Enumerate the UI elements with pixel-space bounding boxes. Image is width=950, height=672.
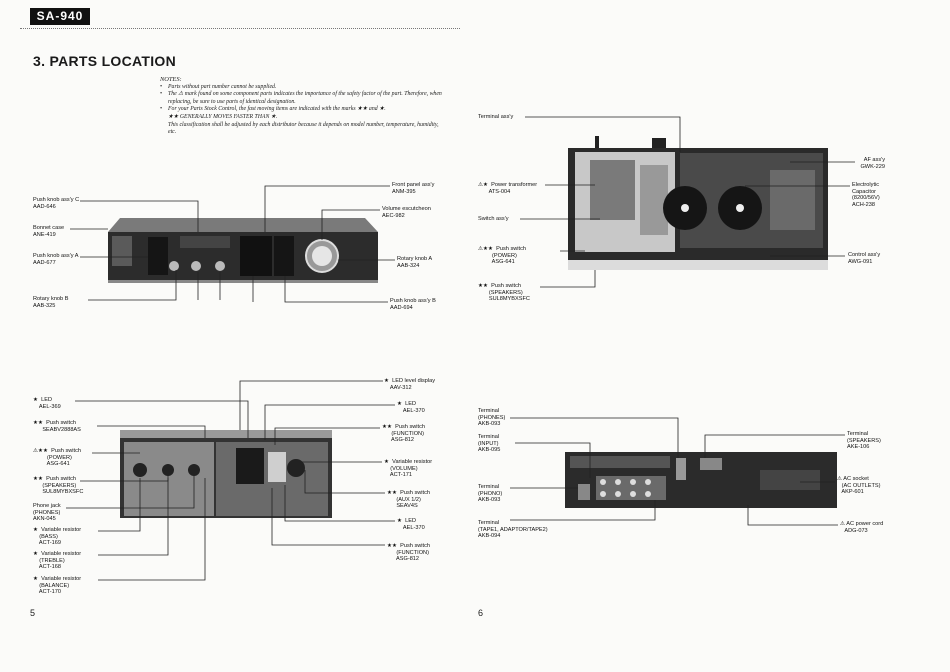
label-rotary-knob-b: Rotary knob B AAB-325 [33,296,69,309]
note-item: •Parts without part number cannot be sup… [160,83,277,90]
header-rule [20,28,460,29]
label-led-369: ★ LED AEL-369 [33,397,61,410]
label-power-transformer: ⚠★ Power transformer ATS-004 [478,182,538,195]
note-item: ★★ GENERALLY MOVES FASTER THAN ★. [168,113,278,120]
label-vr-balance: ★ Variable resistor (BALANCE) ACT-170 [33,576,82,596]
label-push-switch-speakers: ★★ Push switch (SPEAKERS) SUL8MYBXSFC [33,476,84,496]
label-led-370-b: ★ LED AEL-370 [397,518,425,531]
inner-front-leaders [66,380,395,581]
notes-heading: NOTES: [160,76,182,83]
label-control-assy: Control ass'y AWG-091 [848,252,881,265]
label-volume-escutcheon: Volume escutcheon AEC-982 [382,206,431,219]
model-badge: SA-940 [30,8,90,25]
inner-front-photo [120,430,332,518]
notes-block: NOTES: •Parts without part number cannot… [160,76,445,137]
label-terminal-assy: Terminal ass'y [478,114,514,120]
label-terminal-tape: Terminal (TAPE1, ADAPTOR/TAPE2) AKB-094 [478,520,548,540]
label-vr-volume: ★ Variable resistor (VOLUME) ACT-171 [384,459,433,479]
front-panel-leaders [70,185,395,303]
label-ac-socket: ⚠ AC socket (AC OUTLETS) AKP-601 [837,476,881,496]
page-number-right: 6 [478,608,484,618]
label-vr-treble: ★ Variable resistor (TREBLE) ACT-168 [33,551,82,571]
top-view-photo [568,136,828,270]
label-switch-assy: Switch ass'y [478,216,509,222]
label-push-switch-aux: ★★ Push switch (AUX 1/2) SEAV4S [387,490,430,510]
front-panel-photo [108,218,378,283]
label-terminal-phones: Terminal (PHONES) AKB-093 [478,408,506,428]
note-item: •For your Parts Stock Control, the fast … [160,106,386,113]
label-push-switch-function-b: ★★ Push switch (FUNCTION) ASG-812 [387,543,430,563]
label-led-level-display: ★ LED level display AAV-312 [384,378,436,391]
label-push-switch-power: ⚠★★ Push switch (POWER) ASG-641 [33,448,81,468]
note-item: This classification shall be adjusted by… [168,121,439,136]
label-push-knob-c: Push knob ass'y C AAD-646 [33,197,80,210]
label-push-knob-a: Push knob ass'y A AAD-677 [33,253,79,266]
rear-panel-photo [565,452,837,508]
top-view-leaders [520,116,855,288]
note-item: •The ⚠ mark found on some component part… [160,91,442,105]
label-push-switch-power-top: ⚠★★ Push switch (POWER) ASG-641 [478,246,526,266]
rear-panel-leaders [510,417,845,526]
label-push-switch-function-a: ★★ Push switch (FUNCTION) ASG-812 [382,424,425,444]
page-number-left: 5 [30,608,36,618]
label-front-panel: Front panel ass'y ANM-395 [392,182,435,195]
label-push-switch-speakers-top: ★★ Push switch (SPEAKERS) SUL8MYBXSFC [478,283,530,303]
label-ac-power-cord: ⚠ AC power cord ADG-073 [840,521,884,534]
label-terminal-speakers: Terminal (SPEAKERS) AKE-106 [847,431,881,451]
label-vr-bass: ★ Variable resistor (BASS) ACT-169 [33,527,82,547]
label-led-370-a: ★ LED AEL-370 [397,401,425,414]
label-electrolytic-capacitor: Electrolytic Capacitor (8200/56V) ACH-23… [852,182,880,208]
label-push-switch-seabv: ★★ Push switch SEABV2888AS [33,420,81,433]
label-bonnet-case: Bonnet case ANE-419 [33,225,65,238]
label-rotary-knob-a: Rotary knob A AAB-324 [397,256,433,269]
label-phone-jack: Phone jack (PHONES) AKN-045 [33,503,61,523]
section-title: 3. PARTS LOCATION [33,53,177,69]
label-terminal-phono: Terminal (PHONO) AKB-093 [478,484,503,504]
label-push-knob-b: Push knob ass'y B AAD-694 [390,298,436,311]
label-terminal-input: Terminal (INPUT) AKB-095 [478,434,501,454]
label-af-assy: AF ass'y GWK-229 [860,157,885,170]
